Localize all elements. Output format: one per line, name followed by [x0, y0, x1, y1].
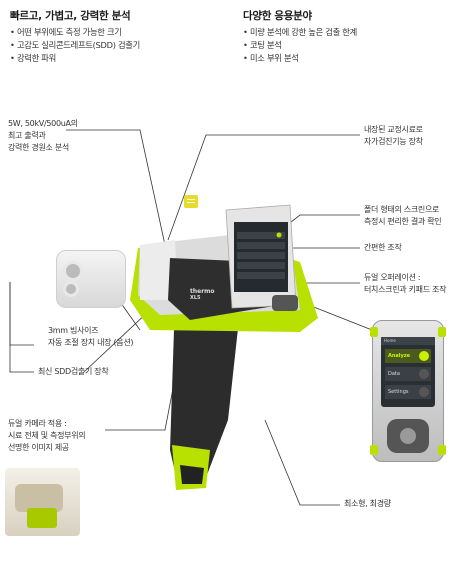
- analyze-menu-item: Analyze: [385, 349, 431, 363]
- keypad: [387, 419, 429, 453]
- callout-power: 5W, 50kV/500uA의 최고 출력과 강력한 경원소 분석: [8, 119, 78, 152]
- callout-holster: 폴더 형태의 스크린으로 측정시 편리한 결과 확인: [364, 205, 442, 226]
- list-item: 미소 부위 분석: [243, 52, 357, 65]
- callout-beam: 3mm 빔사이즈 자동 조절 장치 내장 (옵션): [48, 326, 134, 347]
- list-item: 코팅 분석: [243, 39, 357, 52]
- detector-inset-image: [56, 250, 126, 308]
- data-menu-item: Data: [385, 367, 431, 381]
- callout-camera: 듀얼 카메라 적용 : 시료 전체 및 측정부위의 선명한 이미지 제공: [8, 419, 86, 452]
- list-item: 미량 분석에 강한 높은 검출 한계: [243, 26, 357, 39]
- callout-compact: 최소형, 최경량: [344, 499, 391, 508]
- analyze-icon: [419, 351, 429, 361]
- gear-icon: [419, 387, 429, 397]
- detector-port-icon: [63, 261, 83, 281]
- callout-simple: 간편한 조작: [364, 243, 402, 252]
- left-feature-list: 어떤 부위에도 측정 가능한 크기 고감도 실리콘드레프트(SDD) 검출기 강…: [10, 26, 140, 65]
- right-feature-heading: 다양한 응용분야: [243, 10, 312, 22]
- list-item: 어떤 부위에도 측정 가능한 크기: [10, 26, 140, 39]
- callout-sdd: 최신 SDD검출기 장착: [38, 367, 109, 376]
- camera-inset-image: [5, 468, 80, 536]
- comment-icon[interactable]: [184, 195, 198, 208]
- callout-calibration: 내장된 교정시료로 자가검진기능 장착: [364, 125, 423, 146]
- list-item: 고감도 실리콘드레프트(SDD) 검출기: [10, 39, 140, 52]
- search-icon: [419, 369, 429, 379]
- left-feature-heading: 빠르고, 가볍고, 강력한 분석: [10, 10, 131, 22]
- right-feature-list: 미량 분석에 강한 높은 검출 한계 코팅 분석 미소 부위 분석: [243, 26, 357, 65]
- camera-port-icon: [63, 281, 79, 297]
- callout-dual-operation: 듀얼 오퍼레이션 : 터치스크린과 키패드 조작: [364, 273, 447, 294]
- settings-menu-item: Settings: [385, 385, 431, 399]
- brand-logo: thermo XL5: [190, 288, 215, 301]
- list-item: 강력한 파워: [10, 52, 140, 65]
- device-touchscreen: Home Analyze Data Settings: [381, 337, 435, 407]
- device-screen-inset: Home Analyze Data Settings: [370, 320, 446, 462]
